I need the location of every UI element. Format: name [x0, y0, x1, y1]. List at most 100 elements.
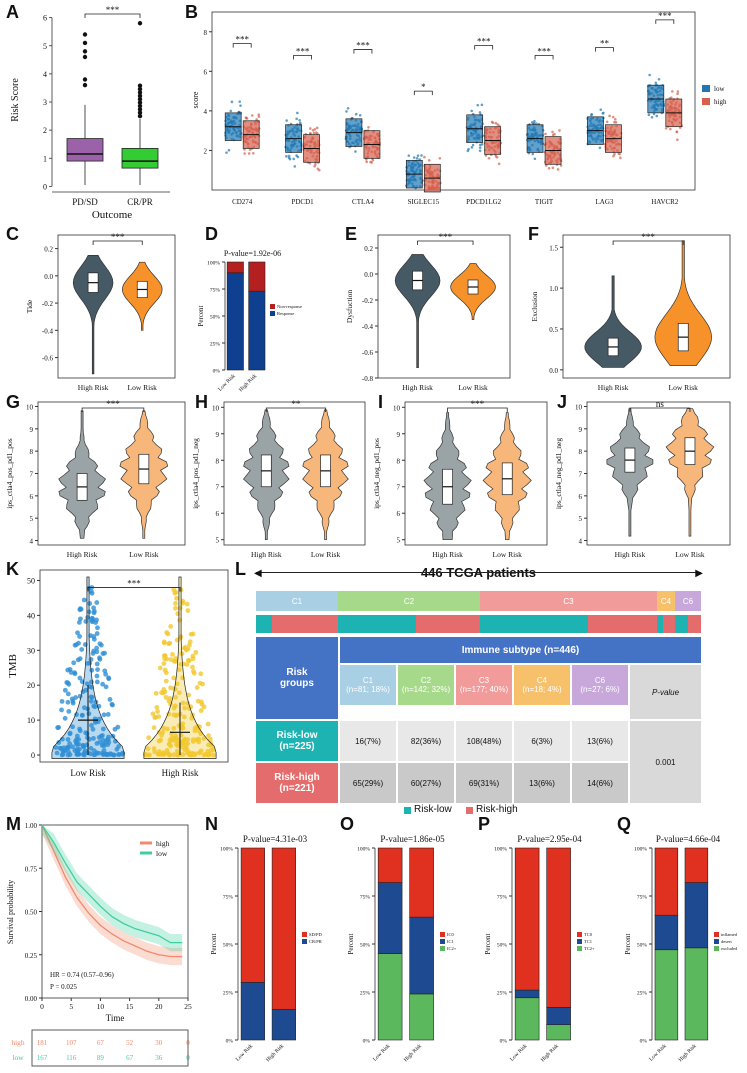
legend-risk-high: Risk-high	[476, 804, 518, 815]
panel-k-point	[100, 681, 106, 687]
panel-o-bar-segment	[377, 882, 403, 954]
panel-k-point	[94, 661, 100, 667]
panel-k-point	[75, 630, 80, 636]
panel-d-tick-label: 75%	[210, 288, 221, 294]
panel-k-point	[168, 737, 174, 743]
panel-b-point	[614, 121, 618, 124]
panel-b-point	[407, 154, 411, 157]
panel-o-legend-label: IC2+	[447, 946, 457, 951]
panel-k-point	[88, 698, 94, 704]
panel-k-point	[105, 712, 111, 717]
panel-g-bracket	[81, 407, 145, 412]
panel-b-gene-label: CD274	[232, 198, 253, 206]
panel-k-point	[75, 750, 80, 755]
panel-b-bracket	[474, 45, 494, 50]
panel-b-point	[598, 146, 602, 150]
panel-e-ylabel: Dysfuction	[345, 290, 354, 324]
panel-k-point	[56, 740, 62, 745]
panel-k-point	[198, 671, 204, 677]
panel-k-point	[171, 705, 177, 711]
panel-k-point	[94, 649, 100, 655]
panel-k-point	[173, 605, 178, 611]
panel-i-tick-label: 8	[397, 457, 401, 465]
panel-label-p: P	[478, 814, 491, 834]
panel-b-point	[346, 106, 350, 110]
panel-k-point	[165, 631, 171, 637]
panel-m-risk-low: 0	[186, 1054, 190, 1062]
panel-d-bar-segment	[226, 272, 244, 371]
panel-a-y-tick-label: 5	[43, 42, 47, 51]
panel-k-point	[171, 686, 177, 692]
panel-label-l: L	[235, 559, 246, 579]
legend-risk-low-swatch	[404, 807, 411, 814]
panel-n-tick-label: 100%	[220, 847, 233, 853]
panel-g-tick-label: 5	[30, 515, 34, 523]
panel-i-tick-label: 10	[393, 404, 401, 412]
panel-n-legend-swatch	[302, 932, 307, 937]
panel-c-frame	[57, 234, 176, 379]
subtype-strip-c4: C4	[657, 591, 675, 611]
panel-k-point	[94, 673, 100, 679]
panel-a-outlier	[137, 113, 143, 119]
panel-k-point	[57, 745, 63, 751]
risk-strip	[256, 615, 701, 633]
panel-b-point	[295, 154, 298, 157]
panel-a-y-tick-label: 3	[43, 98, 47, 107]
panel-k-point	[74, 742, 80, 748]
panel-a-outlier	[82, 40, 88, 46]
panel-b-point	[599, 108, 603, 111]
panel-b-point	[490, 120, 494, 124]
panel-i-category: High Risk	[432, 550, 463, 559]
panel-e-tick-label: -0.2	[362, 297, 374, 305]
panel-c-violin	[72, 255, 114, 375]
panel-b-point	[647, 113, 651, 117]
panel-o-bar-segment	[409, 847, 434, 918]
panel-b-gene-label: CTLA4	[352, 198, 374, 206]
panel-a-box	[121, 148, 159, 169]
panel-e-tick-label: 0.0	[364, 271, 373, 279]
panel-b-significance: **	[600, 39, 610, 49]
panel-j-tick-label: 6	[579, 493, 583, 501]
panel-m-xtick-label: 25	[184, 1002, 192, 1011]
panel-k-point	[186, 752, 192, 757]
panel-k-point	[80, 742, 86, 748]
panel-b-point	[611, 115, 615, 119]
panel-b-point	[480, 103, 484, 107]
panel-m-risk-low: 36	[155, 1054, 163, 1062]
panel-o-tick-label: 75%	[360, 895, 371, 901]
panel-b-point	[255, 118, 258, 121]
panel-k-point	[180, 721, 186, 727]
panel-m-ci-band	[42, 825, 183, 952]
panel-m-risk-high: 107	[66, 1039, 77, 1047]
panel-label-e: E	[345, 224, 358, 244]
panel-i-tick-label: 7	[397, 484, 401, 492]
panel-k-point	[186, 692, 192, 698]
panel-b-point	[478, 111, 482, 114]
panel-d-bar-segment	[226, 261, 244, 274]
panel-c-ylabel: Tide	[25, 299, 34, 313]
panel-k-point	[76, 619, 82, 625]
panel-b-legend-high: high	[714, 98, 727, 106]
panel-b-point	[313, 163, 317, 166]
panel-n-legend-label: CR/PR	[309, 939, 322, 944]
panel-p-tick-label: 100%	[494, 847, 507, 853]
panel-b-point	[243, 152, 246, 155]
panel-k-point	[176, 667, 182, 673]
panel-k-point	[183, 742, 189, 748]
panel-k-point	[98, 733, 104, 739]
panel-k-point	[62, 715, 68, 721]
panel-k-point	[100, 726, 106, 732]
panel-o-ylabel: Percent	[347, 933, 355, 954]
panel-j-bracket	[629, 407, 691, 412]
panel-b-point	[657, 77, 661, 81]
panel-n-title: P-value=4.31e-03	[243, 834, 308, 844]
panel-k-point	[70, 744, 75, 750]
panel-p-tick-label: 50%	[497, 943, 508, 949]
panel-k-point	[200, 681, 205, 687]
panel-b-point	[556, 168, 560, 171]
panel-b-point	[298, 118, 301, 122]
panel-b-point	[292, 157, 296, 161]
panel-g-tick-label: 8	[30, 448, 34, 456]
panel-k-point	[161, 653, 167, 659]
panel-k-point	[174, 595, 179, 601]
